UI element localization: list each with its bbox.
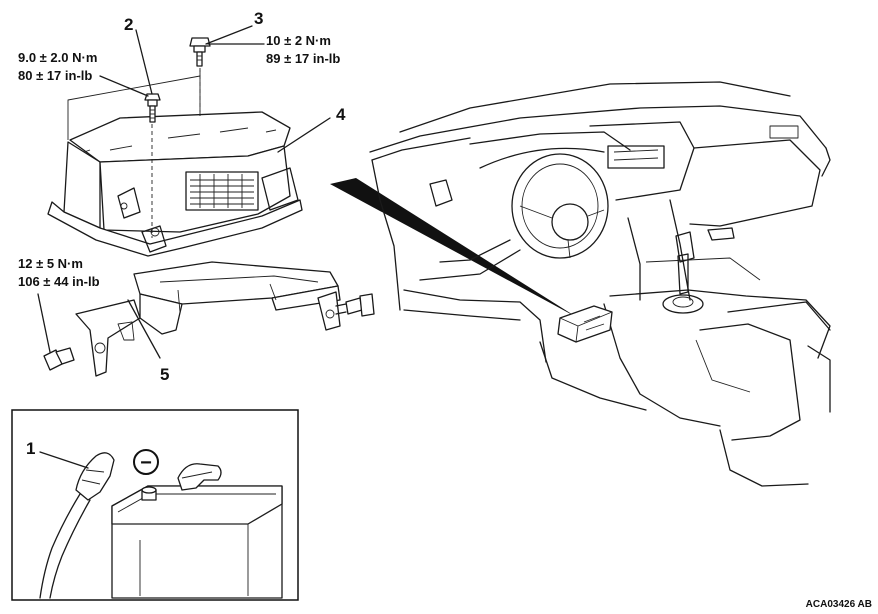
bracket-bolt-right-icon [335,293,375,317]
leader-4 [277,117,331,153]
location-pointer-wedge [330,178,578,318]
leader-torque-2 [99,75,149,97]
figure-code: ACA03426 AB [806,599,872,610]
callout-3: 3 [254,9,263,28]
callout-2: 2 [124,15,133,34]
callout-1: 1 [26,439,35,458]
callout-4: 4 [336,105,346,124]
torque-bracket-inlb: 106 ± 44 in-lb [18,274,100,289]
torque-bolt3-inlb: 89 ± 17 in-lb [266,51,340,66]
negative-terminal-symbol: − [140,452,152,474]
leader-bracket-torque [37,293,51,353]
ecu-location-icon [557,305,613,343]
torque-bolt3-nm: 10 ± 2 N·m [266,33,331,48]
steering-wheel-icon [511,153,609,259]
torque-bolt2-nm: 9.0 ± 2.0 N·m [18,50,97,65]
leader-1 [39,451,89,469]
bracket-bolt-left-icon [43,347,75,371]
leader-5 [127,299,161,359]
vehicle-dashboard-illustration [369,81,831,487]
bolt-2-icon [144,93,161,238]
callout-5: 5 [160,365,169,384]
battery-inset-panel: − [11,409,299,601]
leader-3 [205,25,253,45]
leader-2 [135,29,153,95]
srs-ecu-unit [47,111,303,257]
negative-terminal-icon [133,449,159,475]
torque-bolt2-inlb: 80 ± 17 in-lb [18,68,92,83]
torque-bracket-nm: 12 ± 5 N·m [18,256,83,271]
ecu-bracket [75,261,341,377]
